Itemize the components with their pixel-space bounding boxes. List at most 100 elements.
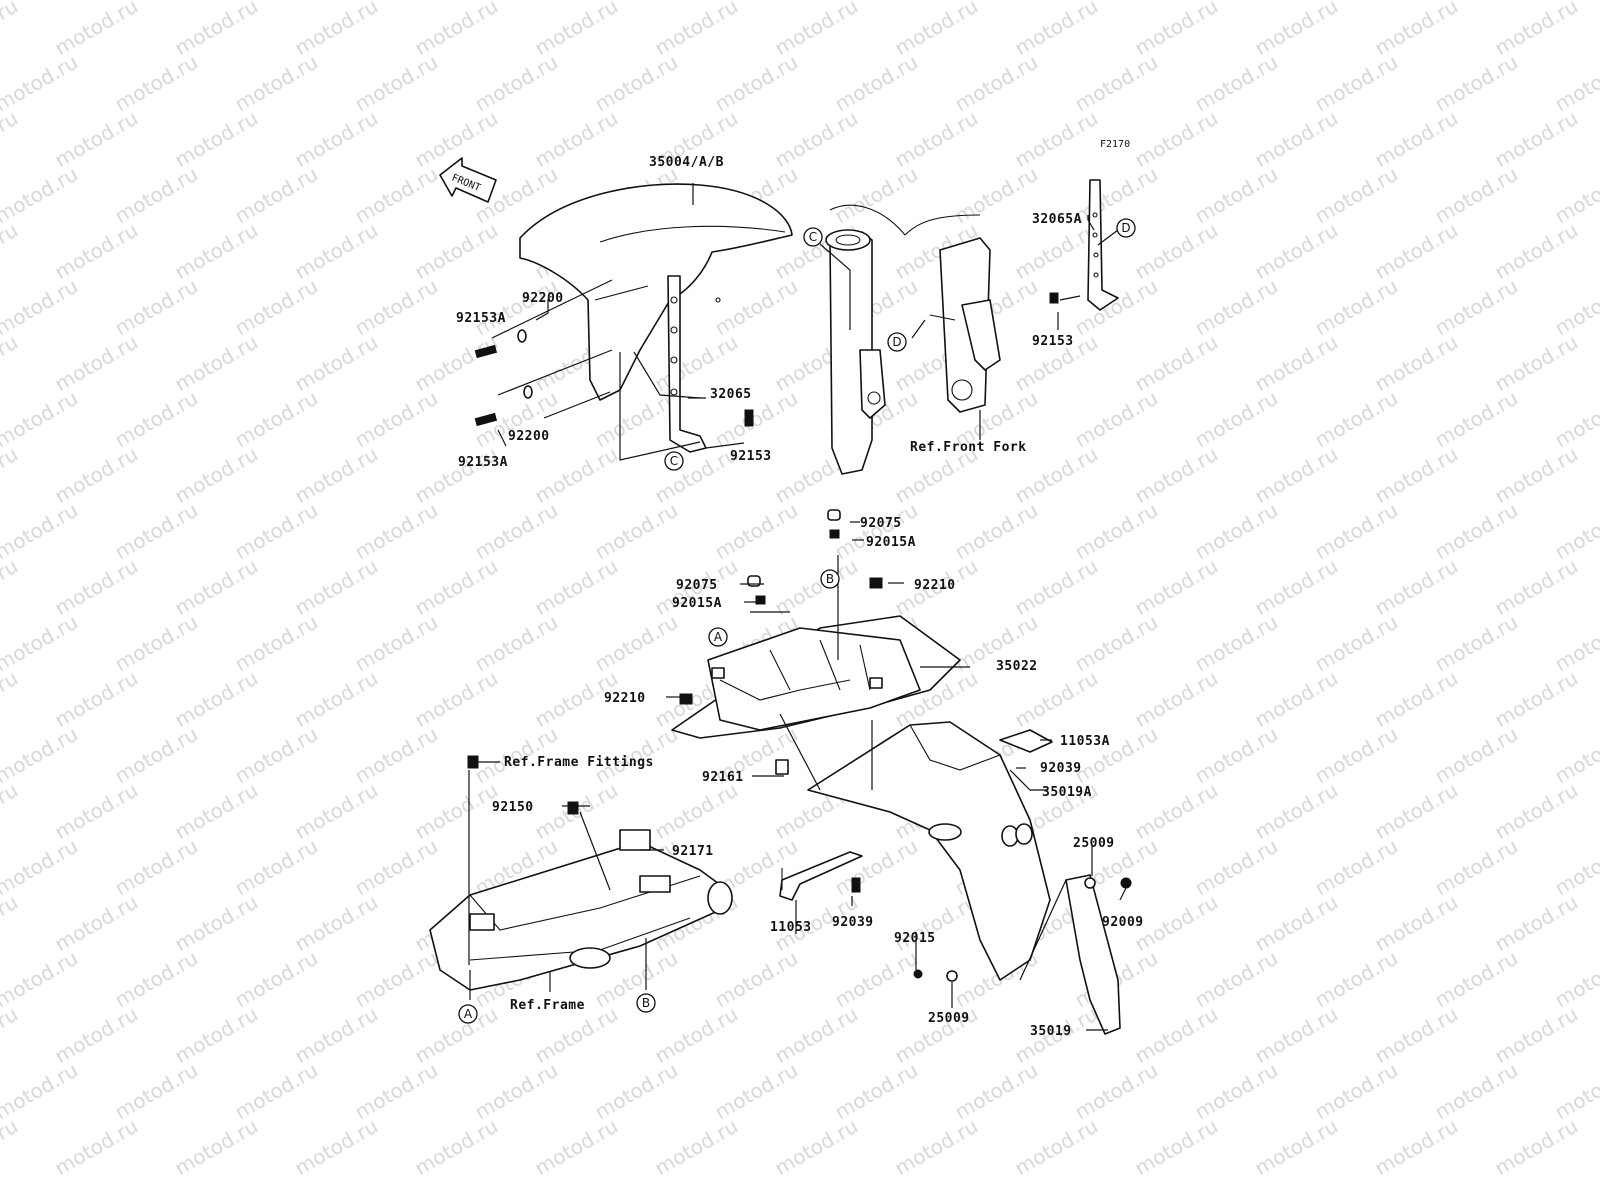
watermark-text: motod.ru [1191,50,1282,117]
watermark-text: motod.ru [291,666,382,733]
watermark-text: motod.ru [651,442,742,509]
ref-b-bottom: B [636,993,656,1013]
watermark-text: motod.ru [231,274,322,341]
watermark-text: motod.ru [771,106,862,173]
label-92039-right: 92039 [1040,761,1082,776]
watermark-text: motod.ru [291,0,382,60]
watermark-text: motod.ru [1131,1114,1222,1181]
watermark-text: motod.ru [411,218,502,285]
watermark-text: motod.ru [51,442,142,509]
leader-lines [468,183,1127,1031]
watermark-text: motod.ru [531,0,622,60]
ref-d-bracket: D [1116,218,1136,238]
rear-undertray-35022 [671,615,961,739]
watermark-text: motod.ru [1371,1002,1462,1069]
watermark-text: motod.ru [1071,722,1162,789]
watermark-text: motod.ru [531,106,622,173]
watermark-text: motod.ru [0,1058,82,1125]
watermark-text: motod.ru [471,610,562,677]
label-92200-top: 92200 [522,291,564,306]
watermark-text: motod.ru [1431,834,1522,901]
watermark-text: motod.ru [711,1058,802,1125]
watermark-text: motod.ru [1251,554,1342,621]
wire-11053 [779,851,863,901]
watermark-text: motod.ru [1371,890,1462,957]
watermark-text: motod.ru [1371,106,1462,173]
watermark-text: motod.ru [1011,106,1102,173]
watermark-text: motod.ru [51,218,142,285]
watermark-text: motod.ru [1491,666,1582,733]
watermark-text: motod.ru [111,722,202,789]
label-35019: 35019 [1030,1024,1072,1039]
label-92015A-mid: 92015A [672,596,722,611]
watermark-text: motod.ru [1491,106,1582,173]
watermark-text: motod.ru [651,1002,742,1069]
watermark-text: motod.ru [0,218,22,285]
ref-a-bottom-letter: A [464,1007,473,1021]
watermark-text: motod.ru [831,946,922,1013]
watermark-text: motod.ru [1131,330,1222,397]
label-92015: 92015 [894,931,936,946]
watermark-text: motod.ru [1251,1114,1342,1181]
watermark-text: motod.ru [1071,498,1162,565]
watermark-text: motod.ru [1491,0,1582,60]
watermark-text: motod.ru [1371,666,1462,733]
watermark-text: motod.ru [1491,330,1582,397]
watermark-text: motod.ru [711,274,802,341]
label-25009-bottom: 25009 [928,1011,970,1026]
ref-a-top-letter: A [714,630,723,644]
watermark-text: motod.ru [891,106,982,173]
watermark-text: motod.ru [1551,274,1600,341]
watermark-text: motod.ru [951,50,1042,117]
watermark-text: motod.ru [1251,1002,1342,1069]
watermark-text: motod.ru [291,1002,382,1069]
watermark-text: motod.ru [771,1114,862,1181]
watermark-text: motod.ru [111,386,202,453]
watermark-text: motod.ru [1551,498,1600,565]
front-fender [519,183,793,401]
watermark-text: motod.ru [291,106,382,173]
watermark-text: motod.ru [771,1002,862,1069]
watermark-text: motod.ru [0,1114,22,1181]
watermark-text: motod.ru [411,442,502,509]
watermark-text: motod.ru [1371,554,1462,621]
watermark-text: motod.ru [1371,330,1462,397]
watermark-text: motod.ru [1191,722,1282,789]
watermark-text: motod.ru [111,162,202,229]
watermark-text: motod.ru [1311,834,1402,901]
watermark-text: motod.ru [0,442,22,509]
ref-c-bracket-letter: C [670,454,678,468]
ref-d-bracket-letter: D [1121,221,1130,235]
label-92153-left: 92153 [730,449,772,464]
watermark-text: motod.ru [1551,162,1600,229]
watermark-text: motod.ru [1071,274,1162,341]
watermark-text: motod.ru [711,498,802,565]
watermark-text: motod.ru [0,274,82,341]
watermark-text: motod.ru [171,218,262,285]
watermark-text: motod.ru [1131,666,1222,733]
label-92075-top: 92075 [860,516,902,531]
watermark-text: motod.ru [0,498,82,565]
watermark-text: motod.ru [531,1114,622,1181]
watermark-text: motod.ru [1371,778,1462,845]
watermark-text: motod.ru [1071,386,1162,453]
watermark-text: motod.ru [1191,274,1282,341]
watermark-text: motod.ru [1131,218,1222,285]
watermark-text: motod.ru [831,162,922,229]
watermark-text: motod.ru [351,946,442,1013]
label-11053A: 11053A [1060,734,1110,749]
watermark-text: motod.ru [111,834,202,901]
watermark-text: motod.ru [1431,498,1522,565]
watermark-text: motod.ru [171,554,262,621]
watermark-text: motod.ru [1191,1058,1282,1125]
watermark-text: motod.ru [1191,834,1282,901]
watermark-text: motod.ru [1311,610,1402,677]
watermark-text: motod.ru [351,722,442,789]
watermark-text: motod.ru [1251,778,1342,845]
watermark-text: motod.ru [1431,386,1522,453]
watermark-text: motod.ru [1551,1058,1600,1125]
watermark-text: motod.ru [651,778,742,845]
watermark-text: motod.ru [111,50,202,117]
watermark-text: motod.ru [171,442,262,509]
